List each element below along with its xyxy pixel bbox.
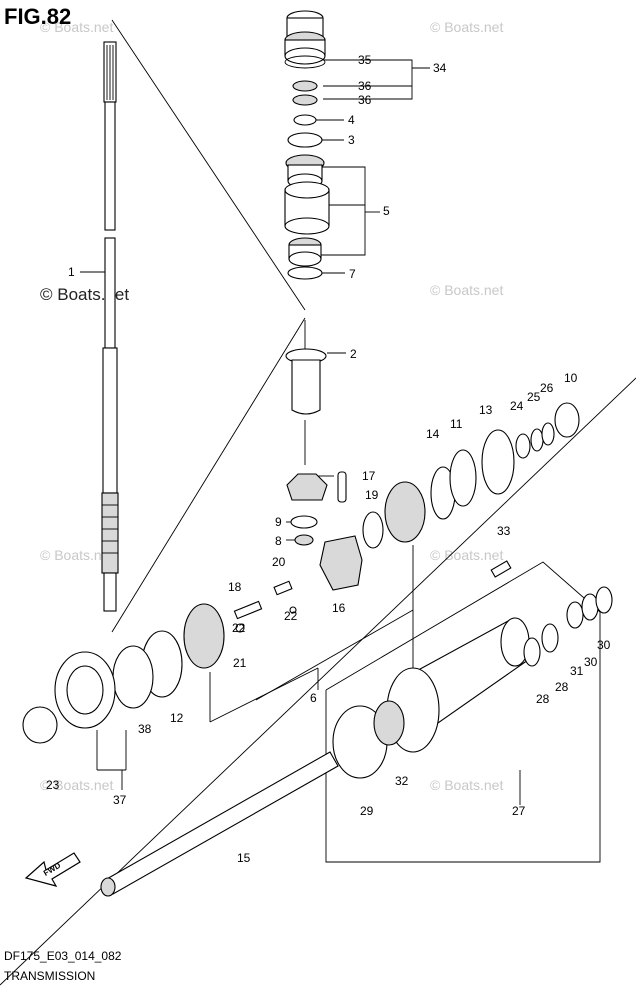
callout-9: 9 bbox=[275, 515, 282, 529]
callout-24: 24 bbox=[510, 399, 524, 413]
callout-30: 30 bbox=[597, 638, 611, 652]
callout-13: 13 bbox=[479, 403, 493, 417]
watermark: © Boats.net bbox=[40, 285, 129, 304]
callout-5: 5 bbox=[383, 204, 390, 218]
callout-35: 35 bbox=[358, 53, 372, 67]
callout-labels: 1 2 3 4 5 6 7 8 9 10 11 12 13 14 15 16 1… bbox=[46, 53, 611, 865]
callout-18: 18 bbox=[228, 580, 242, 594]
callout-32: 32 bbox=[395, 774, 409, 788]
callout-7: 7 bbox=[349, 267, 356, 281]
callout-26: 26 bbox=[540, 381, 554, 395]
callout-leaders bbox=[80, 119, 346, 541]
section-name: TRANSMISSION bbox=[4, 969, 95, 983]
callout-34: 34 bbox=[433, 61, 447, 75]
callout-29: 29 bbox=[360, 804, 374, 818]
callout-27: 27 bbox=[512, 804, 526, 818]
callout-37: 37 bbox=[113, 793, 127, 807]
callout-11: 11 bbox=[450, 417, 463, 431]
watermark: © Boats.net bbox=[40, 777, 113, 793]
propeller-shaft-assembly bbox=[100, 560, 613, 897]
callout-36b: 36 bbox=[358, 93, 372, 107]
watermark: © Boats.net bbox=[40, 547, 113, 563]
callout-30b: 30 bbox=[584, 655, 598, 669]
callout-38: 38 bbox=[138, 722, 152, 736]
model-code: DF175_E03_014_082 bbox=[4, 949, 122, 963]
watermark: © Boats.net bbox=[430, 547, 503, 563]
upper-parts bbox=[284, 10, 330, 415]
watermark: © Boats.net bbox=[40, 19, 113, 35]
callout-14: 14 bbox=[426, 427, 440, 441]
callout-20: 20 bbox=[272, 555, 286, 569]
watermark: © Boats.net bbox=[430, 19, 503, 35]
callout-31: 31 bbox=[570, 664, 584, 678]
callout-6: 6 bbox=[310, 691, 317, 705]
callout-22: 22 bbox=[232, 621, 246, 635]
callout-21: 21 bbox=[233, 656, 247, 670]
callout-22b: 22 bbox=[284, 609, 298, 623]
figure-title: FIG.82 bbox=[4, 4, 71, 29]
watermark: © Boats.net bbox=[430, 777, 503, 793]
callout-1: 1 bbox=[68, 265, 75, 279]
callout-2: 2 bbox=[350, 347, 357, 361]
callout-12: 12 bbox=[170, 711, 184, 725]
callout-28: 28 bbox=[536, 692, 550, 706]
fwd-arrow-icon: FWD bbox=[24, 852, 81, 887]
callout-28b: 28 bbox=[555, 680, 569, 694]
callout-19: 19 bbox=[365, 488, 379, 502]
callout-16: 16 bbox=[332, 601, 346, 615]
callout-8: 8 bbox=[275, 534, 282, 548]
callout-23: 23 bbox=[46, 778, 60, 792]
callout-33: 33 bbox=[497, 524, 511, 538]
callout-36: 36 bbox=[358, 79, 372, 93]
callout-15: 15 bbox=[237, 851, 251, 865]
callout-25: 25 bbox=[527, 390, 541, 404]
drive-shaft bbox=[101, 41, 119, 612]
callout-4: 4 bbox=[348, 113, 355, 127]
callout-17: 17 bbox=[362, 469, 376, 483]
gear-parts bbox=[22, 402, 580, 744]
callout-3: 3 bbox=[348, 133, 355, 147]
callout-10: 10 bbox=[564, 371, 578, 385]
watermark: © Boats.net bbox=[430, 282, 503, 298]
